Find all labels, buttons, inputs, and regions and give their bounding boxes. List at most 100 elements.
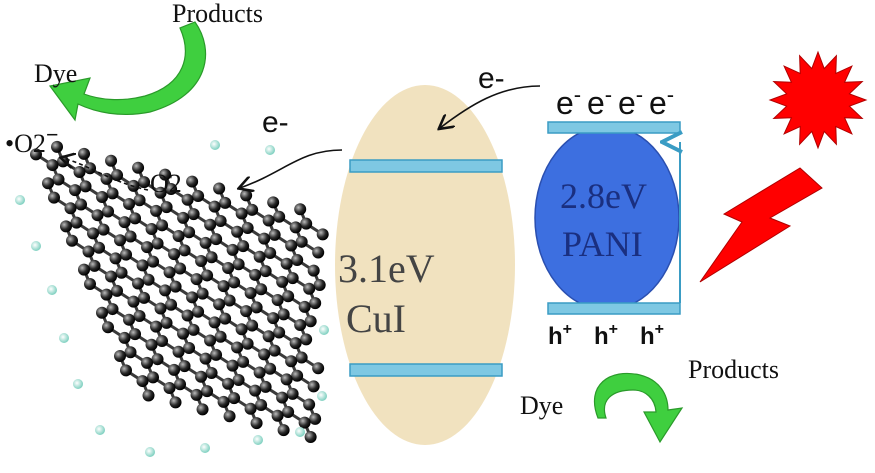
carbon-atom: [133, 194, 146, 207]
carbon-atom: [187, 323, 200, 336]
hydrogen-atom: [73, 379, 83, 389]
electron-label: e: [587, 85, 605, 121]
svg-text:e-: e-: [556, 82, 581, 121]
carbon-atom: [226, 243, 239, 256]
carbon-atom: [154, 186, 167, 199]
oxygen-label: O2: [150, 169, 182, 198]
carbon-atom: [150, 320, 163, 333]
carbon-atom: [307, 380, 320, 393]
carbon-atom: [169, 280, 182, 293]
svg-text:h+: h+: [640, 321, 664, 350]
electron-label: e: [618, 85, 636, 121]
carbon-atom: [304, 431, 317, 444]
carbon-atom: [282, 405, 295, 418]
carbon-atom: [219, 312, 232, 325]
carbon-atom: [273, 210, 286, 223]
hole-label: h: [548, 323, 563, 350]
carbon-atom: [168, 363, 181, 376]
carbon-atom: [42, 177, 54, 190]
carbon-atom: [304, 315, 317, 328]
carbon-atom: [174, 378, 187, 391]
carbon-atom: [282, 290, 295, 303]
carbon-atom: [195, 255, 208, 268]
carbon-atom: [210, 233, 223, 246]
hydrogen-atom: [295, 427, 305, 437]
carbon-atom: [226, 359, 239, 372]
carbon-atom: [111, 169, 124, 182]
carbon-atom: [57, 155, 70, 168]
carbon-atom: [64, 202, 77, 215]
carbon-atom: [285, 355, 298, 368]
carbon-atom: [106, 187, 119, 200]
carbon-atom: [118, 216, 131, 229]
svg-text:h+: h+: [548, 321, 572, 350]
hydrogen-atom: [200, 443, 210, 453]
carbon-atom: [114, 350, 126, 362]
carbon-atom: [208, 316, 221, 329]
carbon-atom: [228, 276, 241, 289]
carbon-atom: [30, 148, 42, 161]
carbon-atom: [196, 287, 209, 300]
carbon-atom: [78, 147, 91, 160]
hydrogen-atom: [319, 325, 329, 335]
products-label-bottom: Products: [688, 355, 779, 384]
carbon-atom: [286, 272, 299, 285]
oxygen-reduction-arrow: [62, 158, 149, 191]
carbon-atom: [268, 344, 281, 357]
carbon-atom: [181, 309, 194, 322]
carbon-atom: [205, 251, 218, 264]
carbon-atom: [138, 176, 151, 189]
carbon-atom: [156, 335, 169, 348]
hole-label: h: [640, 323, 655, 350]
carbon-atom: [219, 196, 232, 209]
carbon-atom: [91, 209, 104, 222]
carbon-atom: [97, 223, 110, 236]
carbon-atom: [289, 221, 302, 234]
hole-label: h: [594, 323, 609, 350]
carbon-atom: [255, 399, 268, 412]
carbon-atom: [106, 303, 119, 316]
carbon-atom: [186, 291, 199, 304]
carbon-atom: [201, 385, 214, 398]
carbon-atom: [291, 253, 304, 266]
carbon-atom: [147, 371, 160, 384]
carbon-atom: [100, 172, 113, 185]
carbon-atom: [163, 266, 176, 279]
carbon-atom: [102, 205, 115, 218]
carbon-atom: [253, 366, 266, 379]
carbon-atom: [192, 189, 205, 202]
carbon-atom: [102, 321, 114, 334]
carbon-atom: [160, 201, 173, 214]
carbon-atom: [286, 387, 299, 400]
carbon-atom: [178, 360, 191, 373]
carbon-atom: [250, 417, 263, 430]
carbon-atom: [82, 245, 95, 258]
graphene-sheet: [15, 140, 329, 457]
carbon-atom: [199, 236, 212, 249]
svg-text:e-: e-: [587, 82, 612, 121]
carbon-atom: [150, 204, 163, 217]
carbon-atom: [240, 305, 253, 318]
cui-valence-band: [349, 363, 503, 377]
carbon-atom: [262, 330, 275, 343]
pani-bandgap-label: 2.8eV: [560, 176, 647, 216]
carbon-atom: [303, 282, 316, 295]
carbon-atom: [111, 284, 124, 297]
hydrogen-atom: [95, 425, 105, 435]
carbon-atom: [138, 291, 151, 304]
carbon-atom: [141, 356, 154, 369]
hydrogen-atom: [265, 145, 275, 155]
carbon-atom: [273, 326, 286, 339]
carbon-atom: [246, 203, 259, 216]
carbon-atom: [160, 316, 173, 329]
carbon-atom: [241, 337, 254, 350]
carbon-atom: [307, 264, 320, 277]
carbon-atom: [204, 334, 217, 347]
hydrogen-atom: [253, 435, 263, 445]
carbon-atom: [201, 269, 214, 282]
carbon-atom: [285, 239, 298, 252]
carbon-atom: [177, 327, 190, 340]
hydrogen-atom: [317, 391, 327, 401]
carbon-atom: [123, 197, 136, 210]
carbon-atom: [123, 313, 136, 326]
